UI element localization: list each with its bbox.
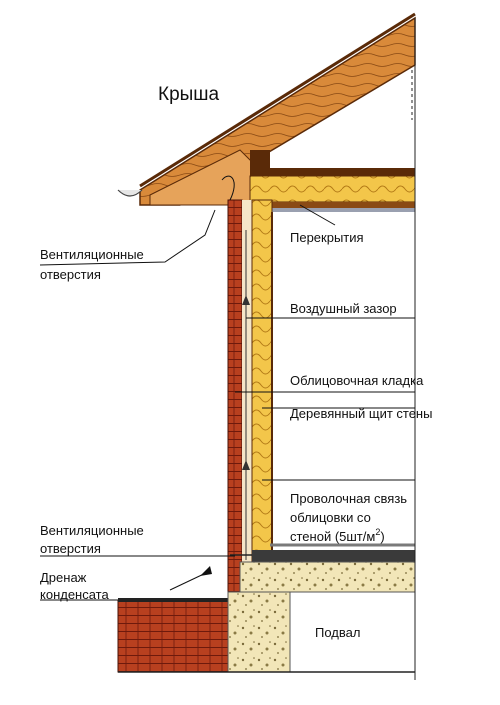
drain-arrow-shaft — [169, 571, 209, 591]
wire-tie-label-2: облицовки со — [290, 510, 371, 525]
floor-finish — [252, 550, 415, 562]
ceiling-finish — [270, 208, 415, 212]
ceiling-assembly — [249, 168, 416, 212]
roof-covering — [139, 12, 416, 188]
ceiling-label: Перекрытия — [290, 230, 364, 245]
drain-arrow-icon — [200, 566, 212, 576]
roof-label: Крыша — [158, 84, 220, 105]
gutter — [117, 189, 143, 197]
basement-label: Подвал — [315, 625, 360, 640]
ceiling-top-board — [250, 168, 415, 176]
foundation — [117, 591, 415, 673]
vent-bottom-label-2: отверстия — [40, 541, 101, 556]
wire-tie-label-3: стеной (5шт/м2) — [290, 527, 385, 544]
leader-vent-curve — [221, 175, 235, 201]
floor-slab — [239, 543, 416, 593]
ground-line — [118, 598, 228, 602]
foundation-wall — [227, 591, 291, 673]
ceiling-joist — [250, 202, 415, 208]
air-gap-label: Воздушный зазор — [290, 301, 397, 316]
vent-top-label-1: Вентиляционные — [40, 247, 144, 262]
drain-label-1: Дренаж — [40, 570, 87, 585]
leader-ceiling — [299, 204, 336, 226]
floor-slab-concrete — [239, 561, 416, 593]
leader-vent-top — [39, 209, 216, 266]
wood-panel-layer — [251, 199, 273, 571]
roof-ridge-beam — [250, 150, 270, 168]
ceiling-insulation — [249, 175, 416, 203]
vent-bottom-label-1: Вентиляционные — [40, 523, 144, 538]
air-gap-layer — [242, 200, 252, 600]
facing-masonry-label: Облицовочная кладка — [290, 373, 424, 388]
leader-lines — [39, 175, 415, 601]
wall-section — [227, 199, 273, 601]
roof-slab — [139, 16, 416, 206]
drain-label-2: конденсата — [40, 587, 109, 602]
airflow-arrow-icon — [242, 295, 250, 305]
wire-tie-label-1: Проволочная связь — [290, 491, 407, 506]
wood-panel-label: Деревянный щит стены — [290, 406, 432, 421]
vent-top-label-2: отверстия — [40, 267, 101, 282]
airflow-arrow-icon — [242, 460, 250, 470]
roof — [117, 12, 416, 206]
facing-brick-layer — [227, 199, 243, 601]
ground-brick — [117, 599, 229, 673]
